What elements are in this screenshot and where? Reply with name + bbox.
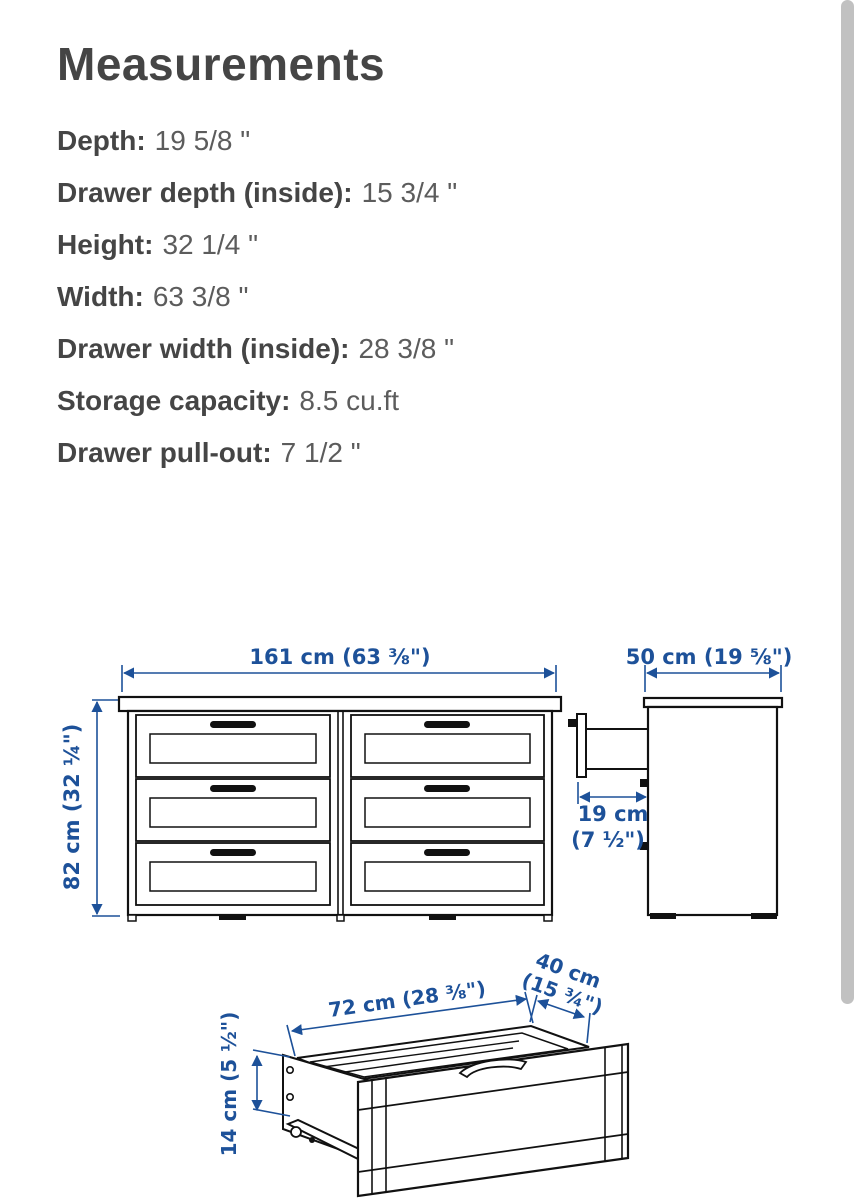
measurement-value: 32 1/4 " — [162, 229, 259, 260]
drawer-height-dimension — [251, 1049, 291, 1117]
measurement-row: Drawer pull-out: 7 1/2 " — [57, 427, 457, 479]
measurements-list: Depth: 19 5/8 " Drawer depth (inside): 15 … — [57, 115, 457, 479]
dresser-front-view — [117, 695, 563, 922]
page-title: Measurements — [57, 37, 386, 90]
dresser-depth-dimension — [644, 665, 782, 692]
pulled-out-drawer — [568, 713, 648, 778]
drawer-knob — [568, 719, 578, 727]
drawer-handle — [210, 721, 256, 728]
measurements-diagram: 161 cm (63 ⅜") 82 cm (32 ¼") 50 cm (19 ⅝… — [60, 645, 793, 1198]
dresser-depth-label: 50 cm (19 ⅝") — [626, 645, 793, 669]
measurement-label: Height: — [57, 229, 154, 260]
measurement-label: Storage capacity: — [57, 385, 291, 416]
dresser-width-dimension — [121, 665, 557, 692]
measurement-row: Drawer width (inside): 28 3/8 " — [57, 323, 457, 375]
measurement-row: Storage capacity: 8.5 cu.ft — [57, 375, 457, 427]
drawer-handle — [210, 785, 256, 792]
drawer-handle — [424, 849, 470, 856]
drawer-handle — [210, 849, 256, 856]
drawer-height-label: 14 cm (5 ½") — [217, 1012, 241, 1157]
drawer-handle — [458, 1058, 528, 1079]
measurement-value: 15 3/4 " — [361, 177, 458, 208]
dresser-side-view — [568, 696, 784, 919]
dresser-height-dimension — [91, 699, 120, 917]
measurement-value: 19 5/8 " — [154, 125, 251, 156]
pullout-dimension — [577, 782, 648, 804]
measurement-label: Depth: — [57, 125, 146, 156]
measurement-row: Width: 63 3/8 " — [57, 271, 457, 323]
measurement-label: Width: — [57, 281, 144, 312]
pullout-label-line2: (7 ½") — [571, 828, 645, 852]
dresser-height-label: 82 cm (32 ¼") — [60, 724, 84, 891]
drawer-isometric-view — [282, 1024, 630, 1198]
measurement-value: 28 3/8 " — [358, 333, 455, 364]
measurement-label: Drawer depth (inside): — [57, 177, 353, 208]
drawer-fronts-left — [135, 714, 331, 906]
measurement-value: 7 1/2 " — [280, 437, 361, 468]
scrollbar-thumb[interactable] — [841, 0, 854, 1004]
drawer-handle — [424, 721, 470, 728]
measurement-row: Height: 32 1/4 " — [57, 219, 457, 271]
pullout-label-line1: 19 cm — [578, 802, 649, 826]
measurement-label: Drawer pull-out: — [57, 437, 272, 468]
drawer-depth-dimension — [529, 994, 591, 1044]
measurement-label: Drawer width (inside): — [57, 333, 350, 364]
measurement-row: Drawer depth (inside): 15 3/4 " — [57, 167, 457, 219]
drawer-knob — [640, 779, 649, 787]
dresser-width-label: 161 cm (63 ⅜") — [249, 645, 430, 669]
measurement-row: Depth: 19 5/8 " — [57, 115, 457, 167]
drawer-handle — [424, 785, 470, 792]
drawer-knob — [640, 842, 649, 850]
drawer-front-panel — [356, 1042, 630, 1198]
measurement-value: 8.5 cu.ft — [299, 385, 400, 416]
drawer-fronts-right — [350, 714, 545, 906]
measurement-value: 63 3/8 " — [152, 281, 249, 312]
